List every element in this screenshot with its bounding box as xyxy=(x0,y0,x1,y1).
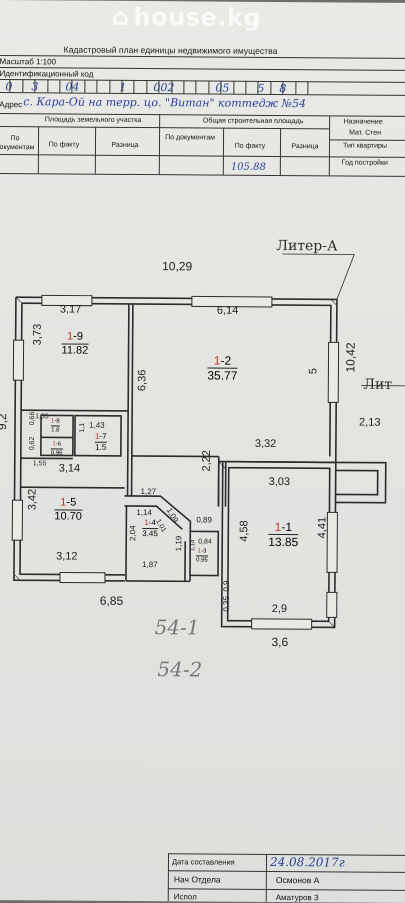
room-sub-number: 7 xyxy=(102,431,107,441)
date-label: Дата составления xyxy=(171,857,235,867)
room-area: 13.85 xyxy=(268,534,299,550)
dimension-r5-top: 3,14 xyxy=(58,462,81,475)
dimension-top: 10,29 xyxy=(162,259,193,274)
dimension-r8-w: 1,55 xyxy=(35,413,49,421)
dimension-r6-top: 1,55 xyxy=(32,460,47,468)
room-area: 35.77 xyxy=(207,368,238,383)
dimension-r4-side: 1,19 xyxy=(174,535,184,552)
room-sub-number: 1 xyxy=(285,520,293,535)
dimension-wc-w2: 0,89 xyxy=(196,515,212,525)
room-number: 1-9 xyxy=(61,330,89,345)
room-number: 1-1 xyxy=(268,519,299,536)
executor-label: Испол xyxy=(173,892,197,902)
dimension-r5-h: 3,42 xyxy=(26,488,39,511)
dimension-r2-h: 6,36 xyxy=(136,369,149,392)
dimension-r7-h: 1,1 xyxy=(78,422,87,433)
dimension-r1-h: 3,73 xyxy=(31,323,44,346)
head-label: Нач Отдела xyxy=(173,874,221,885)
dimension-r1b-small: 0,35 xyxy=(221,596,231,612)
dimension-bottom-right: 3,6 xyxy=(271,634,289,650)
dimension-r4-h: 2,04 xyxy=(128,525,138,542)
room-number: 1-5 xyxy=(54,496,83,511)
executor-value: Аматуров З xyxy=(275,892,319,903)
room-sub-number: 6 xyxy=(57,441,62,448)
room-area: 0.95 xyxy=(196,557,208,564)
dimension-wc-w: 0,84 xyxy=(198,538,212,546)
head-value: Осмонов А xyxy=(275,874,320,886)
dimension-r7-w: 1,43 xyxy=(89,420,105,430)
dimension-right-total: 10,42 xyxy=(343,342,358,373)
room-number: 1-4 xyxy=(142,518,158,530)
room-sub-number: 4 xyxy=(151,518,156,528)
dimension-r6-side2: 0,62 xyxy=(28,436,36,451)
pencil-note-2: 54-2 xyxy=(157,657,203,682)
room-sub-number: 8 xyxy=(56,418,60,425)
dimension-r1b-h: 4,58 xyxy=(238,520,251,542)
room-number: 1-8 xyxy=(51,417,60,427)
dimension-r1-w: 3,17 xyxy=(59,303,82,316)
dimension-bottom-left: 6,85 xyxy=(99,593,124,608)
dimension-r4-bottom: 1,87 xyxy=(142,560,158,570)
dimension-corr: 2,13 xyxy=(359,416,381,429)
dimension-r2-right: 5 xyxy=(307,368,320,375)
liter-label: Литер-А xyxy=(276,237,338,255)
room-sub-number: 3 xyxy=(202,548,207,555)
dimension-hall: 2,22 xyxy=(200,450,213,472)
room-number: 1-6 xyxy=(50,440,63,450)
room-sub-number: 9 xyxy=(76,330,84,343)
pencil-note-1: 54-1 xyxy=(154,615,200,640)
dimension-r2-bottom: 3,32 xyxy=(254,437,277,450)
room-number: 1-2 xyxy=(207,353,238,369)
dimension-r5-bottom: 3,12 xyxy=(56,550,78,563)
room-number: 1-3 xyxy=(196,547,208,557)
room-area: 11.82 xyxy=(61,344,89,357)
dimension-left-total: 9,2 xyxy=(0,413,10,431)
date-value: 24.08.2017г xyxy=(269,854,345,870)
room-area: 10.70 xyxy=(54,510,82,523)
room-area: 1.5 xyxy=(95,442,107,452)
dimension-r2-w: 6,14 xyxy=(216,304,239,317)
room-sub-number: 5 xyxy=(70,496,77,509)
dimension-r1b-small2: 0,9 xyxy=(221,580,231,592)
room-area: 1.8 xyxy=(51,427,60,434)
dimension-r1b-bottom: 2,9 xyxy=(271,602,288,616)
dimension-r4-w: 1,14 xyxy=(136,508,153,518)
dimension-r1b-h2: 4,41 xyxy=(316,516,329,539)
room-area: 3.45 xyxy=(142,529,158,539)
dimension-r1b-w: 3,03 xyxy=(268,475,291,489)
room-sub-number: 2 xyxy=(224,353,232,368)
dimension-lobby-w: 1,27 xyxy=(140,487,157,497)
liter-label-2: Лит xyxy=(363,376,393,393)
room-area: 0.96 xyxy=(50,450,63,457)
room-number: 1-7 xyxy=(94,431,107,443)
